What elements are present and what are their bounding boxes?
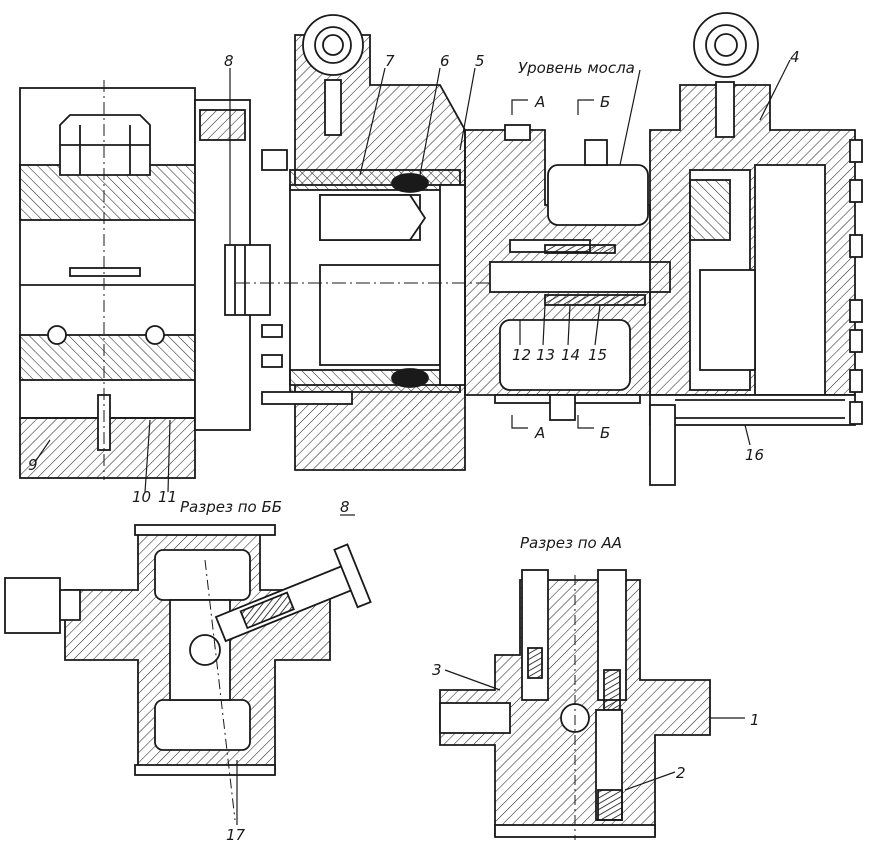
callout-14: 14 bbox=[561, 346, 580, 364]
arrow-a-top: А bbox=[534, 93, 545, 111]
arrow-b-top: Б bbox=[600, 93, 610, 111]
callout-5: 5 bbox=[475, 52, 485, 70]
callout-17: 17 bbox=[226, 826, 246, 844]
callout-13: 13 bbox=[536, 346, 555, 364]
callout-10: 10 bbox=[132, 488, 151, 506]
arrow-b-bottom: Б bbox=[600, 424, 610, 442]
central-housing bbox=[236, 14, 500, 471]
oil-level-label: Уровень мосла bbox=[518, 59, 635, 77]
labels: Уровень мосла Разрез по ББ Разрез по АА … bbox=[28, 48, 800, 844]
section-bb bbox=[4, 524, 372, 821]
section-aa-title: Разрез по АА bbox=[520, 534, 622, 552]
callout-8: 8 bbox=[224, 52, 234, 70]
callout-3: 3 bbox=[432, 661, 442, 679]
callout-8-bb: 8 bbox=[340, 498, 350, 516]
section-markers bbox=[511, 99, 594, 429]
callout-9: 9 bbox=[28, 456, 38, 474]
callout-4: 4 bbox=[790, 48, 800, 66]
leader-lines bbox=[34, 59, 791, 825]
callout-16: 16 bbox=[745, 446, 764, 464]
callout-1: 1 bbox=[750, 711, 760, 729]
coupling-8 bbox=[194, 99, 271, 431]
callout-15: 15 bbox=[588, 346, 607, 364]
main-section bbox=[19, 12, 863, 486]
section-bb-title: Разрез по ББ bbox=[180, 498, 282, 516]
left-housing bbox=[19, 80, 216, 480]
arrow-a-bottom: А bbox=[534, 424, 545, 442]
pump-body bbox=[464, 124, 671, 421]
callout-12: 12 bbox=[512, 346, 531, 364]
section-aa bbox=[439, 569, 711, 840]
callout-2: 2 bbox=[676, 764, 686, 782]
right-cylinder bbox=[649, 12, 863, 486]
callout-11: 11 bbox=[158, 488, 177, 506]
callout-7: 7 bbox=[385, 52, 395, 70]
callout-6: 6 bbox=[440, 52, 450, 70]
